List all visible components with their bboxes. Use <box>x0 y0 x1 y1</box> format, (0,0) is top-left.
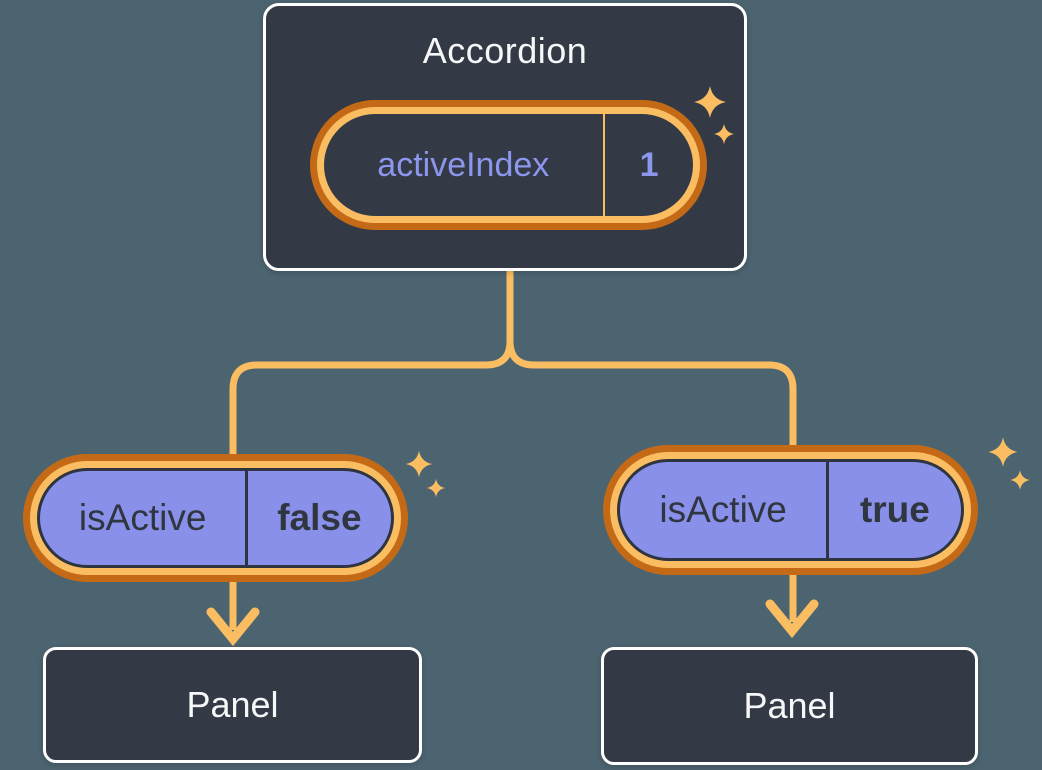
state-pill-ring: activeIndex 1 <box>317 107 700 223</box>
accordion-title: Accordion <box>422 30 588 71</box>
sparkle-icon <box>405 450 433 478</box>
prop-pill-isactive-right: isActive true <box>603 445 978 575</box>
pill-divider <box>826 462 829 558</box>
state-name-label: activeIndex <box>377 145 550 184</box>
arrowhead-left-icon <box>206 607 260 647</box>
prop-pill-isactive-left: isActive false <box>23 454 408 582</box>
sparkle-icon <box>1010 470 1030 490</box>
sparkle-icon <box>426 478 446 498</box>
state-pill-activeindex: activeIndex 1 <box>310 100 707 230</box>
prop-pill-body: isActive false <box>37 468 394 568</box>
panel-title: Panel <box>186 684 279 725</box>
pill-divider <box>245 471 248 565</box>
sparkle-icon <box>988 437 1018 467</box>
state-value-label: 1 <box>639 145 659 184</box>
arrowhead-right-icon <box>765 599 819 639</box>
prop-name-label: isActive <box>659 489 787 530</box>
prop-pill-body: isActive true <box>617 459 964 561</box>
prop-name-label: isActive <box>78 497 207 538</box>
panel-title: Panel <box>743 685 836 726</box>
pill-divider <box>602 114 606 216</box>
state-pill-body: activeIndex 1 <box>324 114 693 216</box>
prop-value-label: true <box>859 489 930 530</box>
prop-pill-ring: isActive true <box>610 452 971 568</box>
panel-component-card-left: Panel <box>43 647 422 763</box>
prop-value-label: false <box>277 497 362 538</box>
panel-component-card-right: Panel <box>601 647 978 765</box>
prop-pill-ring: isActive false <box>30 461 401 575</box>
